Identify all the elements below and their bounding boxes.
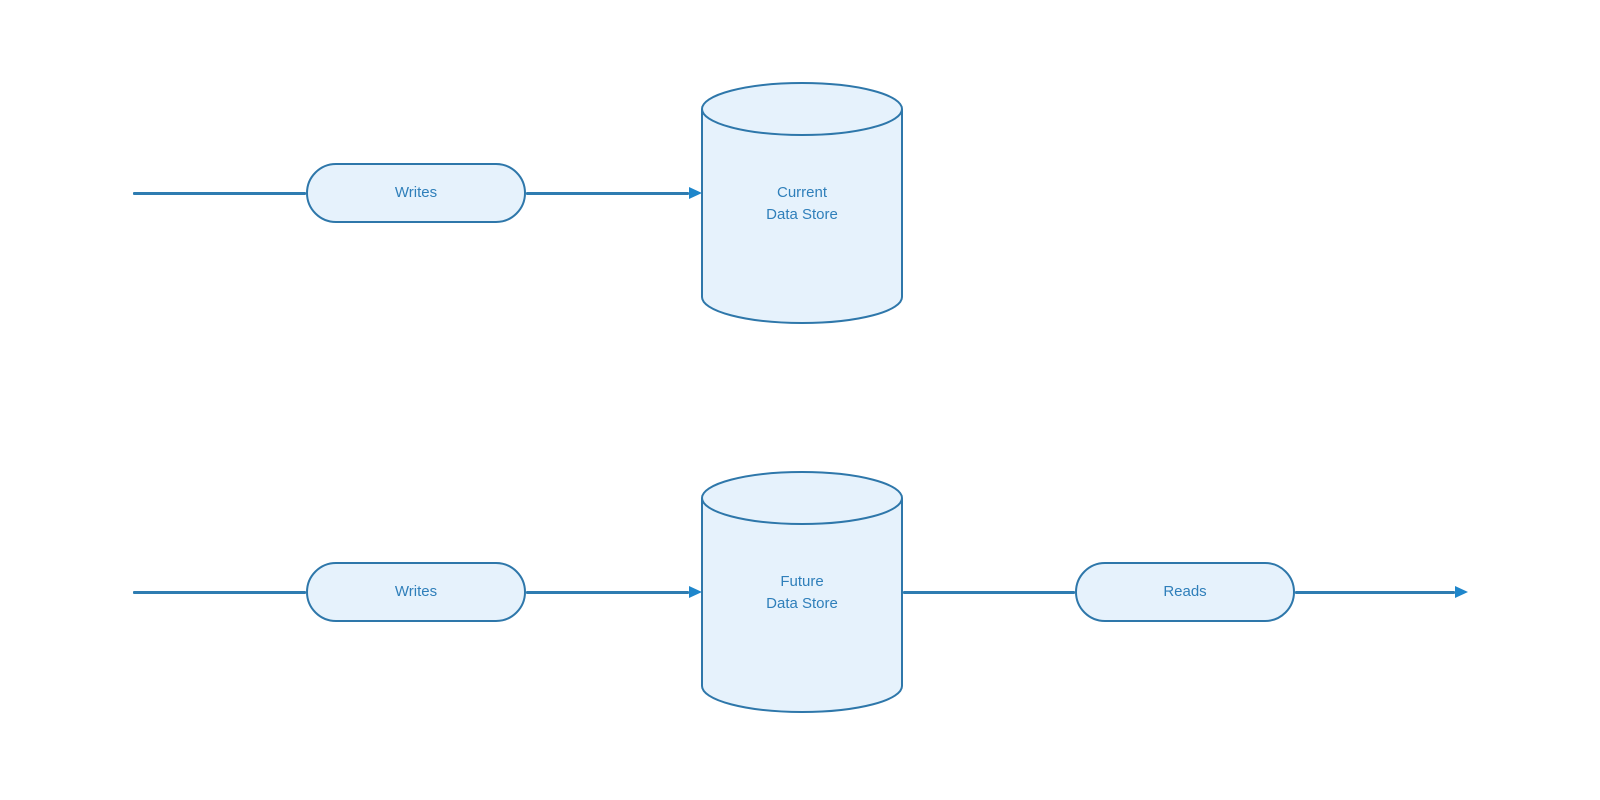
connector-line (133, 191, 306, 195)
connector-line (1295, 590, 1455, 594)
node-label: Writes (394, 184, 438, 201)
cylinder-shape (701, 82, 903, 324)
connector-arrowhead-icon (689, 187, 702, 199)
connector-line (903, 590, 1075, 594)
connector-line (133, 590, 306, 594)
connector-line (526, 590, 689, 594)
connector-line (526, 191, 689, 195)
cylinder-shape (701, 471, 903, 713)
node-label-line2: Data Store (766, 595, 838, 612)
node-writes-top: Writes (306, 163, 526, 223)
connector-arrowhead-icon (1455, 586, 1468, 598)
node-label: Writes (394, 583, 438, 600)
node-label-line1: Current (776, 184, 828, 201)
node-label: Reads (1163, 583, 1207, 600)
node-writes-bottom: Writes (306, 562, 526, 622)
node-label-line1: Future (780, 573, 824, 590)
node-reads: Reads (1075, 562, 1295, 622)
node-label-line2: Data Store (766, 206, 838, 223)
node-label: Future Data Store (701, 571, 903, 615)
connector-arrowhead-icon (689, 586, 702, 598)
node-label: Current Data Store (701, 182, 903, 226)
